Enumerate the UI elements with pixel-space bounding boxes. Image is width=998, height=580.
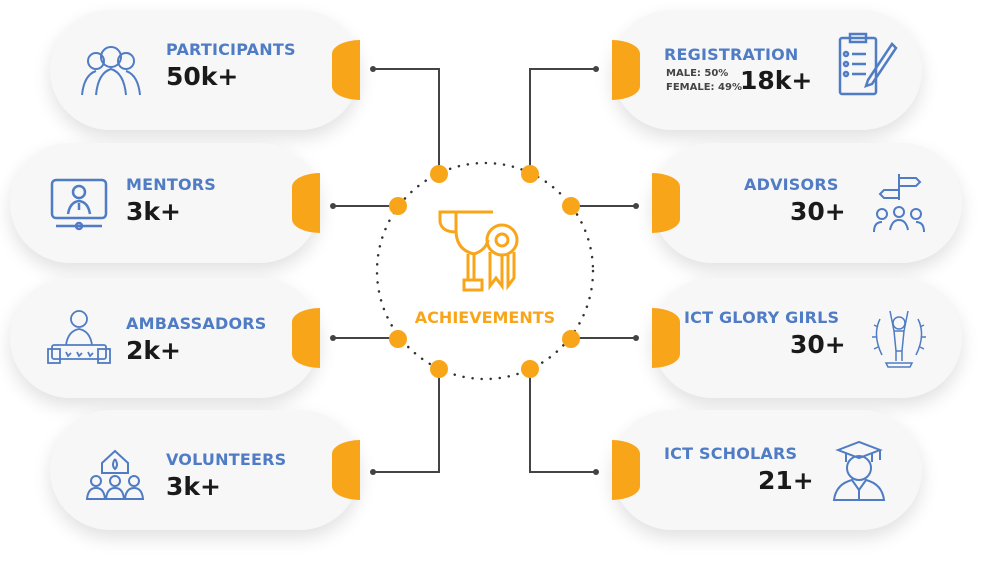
accent-half-disk (292, 308, 320, 368)
center-title: ACHIEVEMENTS (414, 308, 556, 327)
card-advisors: ADVISORS 30+ (652, 143, 962, 263)
ict-glory-girls-title: ICT GLORY GIRLS (684, 308, 840, 327)
participants-title: PARTICIPANTS (166, 40, 296, 59)
accent-half-disk (612, 440, 640, 500)
mentors-value: 3k+ (126, 197, 181, 226)
volunteers-value: 3k+ (166, 472, 221, 501)
accent-half-disk (652, 173, 680, 233)
accent-half-disk (332, 440, 360, 500)
volunteer-house-icon (85, 449, 145, 500)
card-volunteers: VOLUNTEERS 3k+ (50, 410, 360, 530)
clipboard-form-icon (838, 32, 898, 96)
accent-half-disk (292, 173, 320, 233)
ambassador-rating-icon (47, 310, 111, 364)
card-mentors: MENTORS 3k+ (10, 143, 320, 263)
advisor-signpost-icon (873, 174, 925, 233)
registration-value: 18k+ (740, 66, 813, 95)
trophy-award-icon (438, 210, 519, 292)
ambassadors-title: AMBASSADORS (126, 314, 267, 333)
girl-laurel-icon (872, 310, 926, 368)
ict-scholars-title: ICT SCHOLARS (664, 444, 798, 463)
registration-male: MALE: 50% (666, 68, 729, 79)
accent-half-disk (652, 308, 680, 368)
card-participants: PARTICIPANTS 50k+ (50, 10, 360, 130)
graduate-icon (832, 440, 886, 501)
accent-half-disk (332, 40, 360, 100)
advisors-value: 30+ (790, 197, 846, 226)
participants-value: 50k+ (166, 62, 239, 91)
volunteers-title: VOLUNTEERS (166, 450, 287, 469)
people-group-icon (81, 46, 141, 96)
registration-female: FEMALE: 49% (666, 82, 742, 93)
registration-title: REGISTRATION (664, 45, 799, 64)
card-registration: REGISTRATION MALE: 50% FEMALE: 49% 18k+ (612, 10, 922, 130)
advisors-title: ADVISORS (744, 175, 839, 194)
mentors-title: MENTORS (126, 175, 217, 194)
accent-half-disk (612, 40, 640, 100)
card-ict-glory-girls: ICT GLORY GIRLS 30+ (652, 278, 962, 398)
card-ambassadors: AMBASSADORS 2k+ (10, 278, 320, 398)
card-ict-scholars: ICT SCHOLARS 21+ (612, 410, 922, 530)
ambassadors-value: 2k+ (126, 336, 181, 365)
ict-scholars-value: 21+ (758, 466, 814, 495)
ict-glory-girls-value: 30+ (790, 330, 846, 359)
online-mentor-icon (50, 178, 108, 231)
